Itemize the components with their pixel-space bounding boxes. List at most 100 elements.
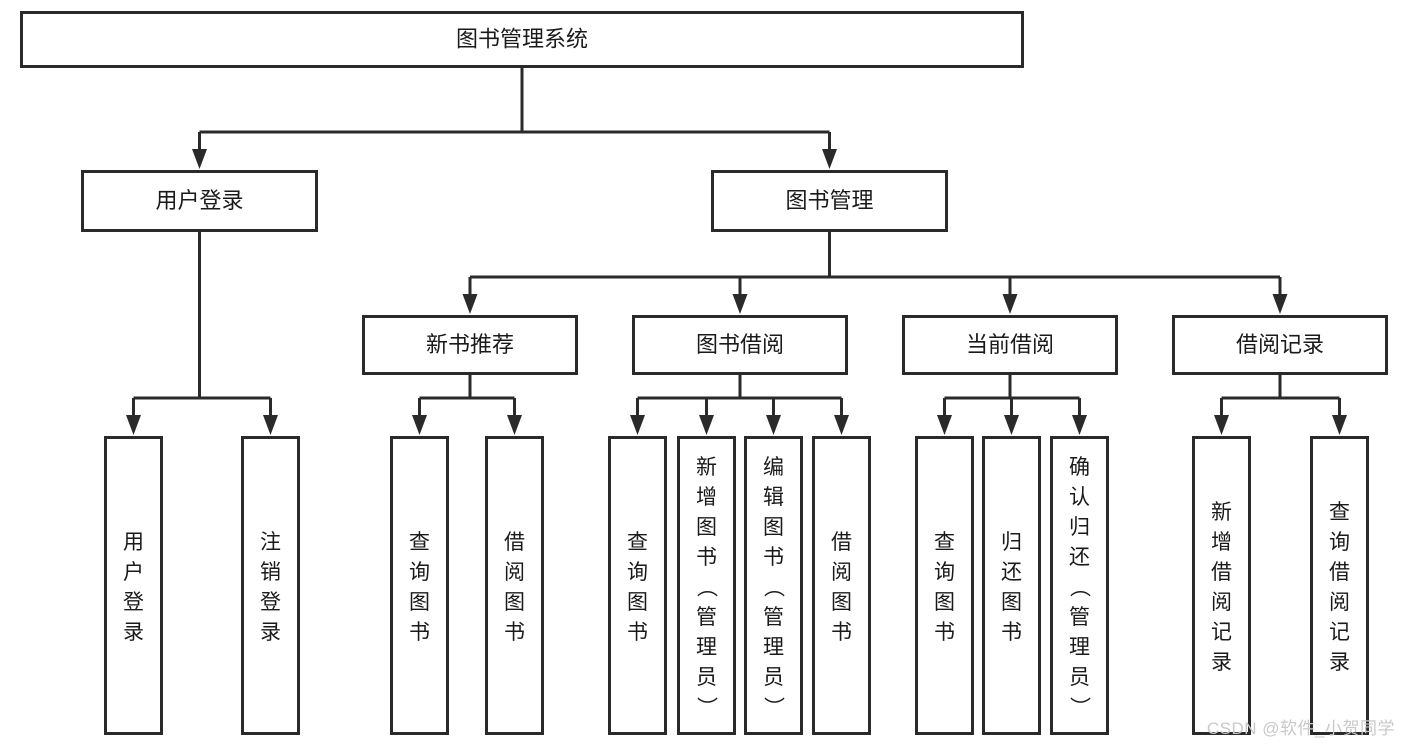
node-label-char: （ [1068,576,1091,597]
node-label-char: 员 [1069,666,1090,689]
arrow-head [1214,415,1229,435]
node-label-char: 书 [1001,621,1022,644]
node-label-char: 录 [260,621,281,644]
node-label-char: 图 [696,516,717,539]
node-label-char: 阅 [504,561,525,584]
node-box [485,436,544,735]
node-borrow-record[interactable]: 借阅记录 [1172,315,1388,375]
arrow-head [412,415,427,435]
node-label-char: 书 [627,621,648,644]
node-box [362,315,578,375]
node-label-char: 管 [1069,606,1090,629]
node-label: 图书借阅 [696,332,784,357]
node-user-login[interactable]: 用户登录 [81,170,318,232]
node-label-char: 询 [934,561,955,584]
node-label-char: 查 [409,531,430,554]
node-book-manage[interactable]: 图书管理 [711,170,948,232]
node-box [812,436,871,735]
node-box [1310,436,1369,735]
arrow-head [732,294,748,314]
node-current-borrow[interactable]: 当前借阅 [902,315,1118,375]
node-label: 新书推荐 [426,332,514,357]
node-label-char: 归 [1001,531,1022,554]
arrow-head [822,149,837,169]
connector-group [126,232,278,435]
node-label-char: 登 [260,591,281,614]
node-label: 借阅记录 [1236,332,1324,357]
node-box [81,170,318,232]
node-label-char: 借 [1329,561,1350,584]
node-label-char: 询 [1329,531,1350,554]
node-box [104,436,163,735]
node-label-char: 图 [409,591,430,614]
node-label: 图书管理系统 [456,26,588,51]
node-box [744,436,803,735]
node-label-char: 录 [1329,651,1350,674]
node-label-char: 辑 [763,486,784,509]
csdn-watermark: CSDN @软件_小贺同学 [1206,719,1395,738]
node-box [1192,436,1251,735]
node-box [677,436,736,735]
node-label-char: 图 [831,591,852,614]
arrow-head [192,149,207,169]
node-box [20,11,1024,68]
node-label-char: 书 [763,546,784,569]
node-book-borrow[interactable]: 图书借阅 [632,315,848,375]
node-label-char: 户 [123,561,144,584]
node-label-char: ） [762,696,785,717]
arrow-head [1272,294,1288,314]
node-label-char: 员 [696,666,717,689]
node-leaf-user-login[interactable]: 用户登录 [104,436,163,735]
node-label-char: 录 [123,621,144,644]
node-label-char: 理 [763,636,784,659]
node-new-book-recommend[interactable]: 新书推荐 [362,315,578,375]
connector-group [937,375,1087,435]
node-label-char: 阅 [831,561,852,584]
node-label-char: ） [1068,696,1091,717]
node-label-char: 注 [260,531,281,554]
node-label-char: 认 [1069,486,1090,509]
node-label-char: 书 [409,621,430,644]
node-label-char: 图 [1001,591,1022,614]
node-label-char: 图 [504,591,525,614]
node-label-char: 借 [504,531,525,554]
node-root[interactable]: 图书管理系统 [20,11,1024,68]
node-label-char: 登 [123,591,144,614]
node-label-char: 新 [696,456,717,479]
node-label-char: 管 [763,606,784,629]
node-label-char: 员 [763,666,784,689]
node-label-char: 书 [831,621,852,644]
node-box [982,436,1041,735]
arrow-head [462,294,478,314]
node-box [608,436,667,735]
node-label-char: 询 [409,561,430,584]
node-label: 用户登录 [155,188,243,213]
node-layer: 图书管理系统用户登录图书管理新书推荐图书借阅当前借阅借阅记录用户登录注销登录查询… [20,11,1388,735]
arrow-head [937,415,952,435]
arrow-head [1332,415,1347,435]
node-label-char: 书 [504,621,525,644]
node-label-char: 借 [831,531,852,554]
node-box [1050,436,1109,735]
arrow-head [766,415,781,435]
node-label-char: 还 [1001,561,1022,584]
node-label-char: 新 [1211,501,1232,524]
node-box [241,436,300,735]
node-label-char: 阅 [1211,591,1232,614]
arrow-head [834,415,849,435]
arrow-head [263,415,278,435]
connector-layer [126,68,1347,435]
arrow-head [630,415,645,435]
